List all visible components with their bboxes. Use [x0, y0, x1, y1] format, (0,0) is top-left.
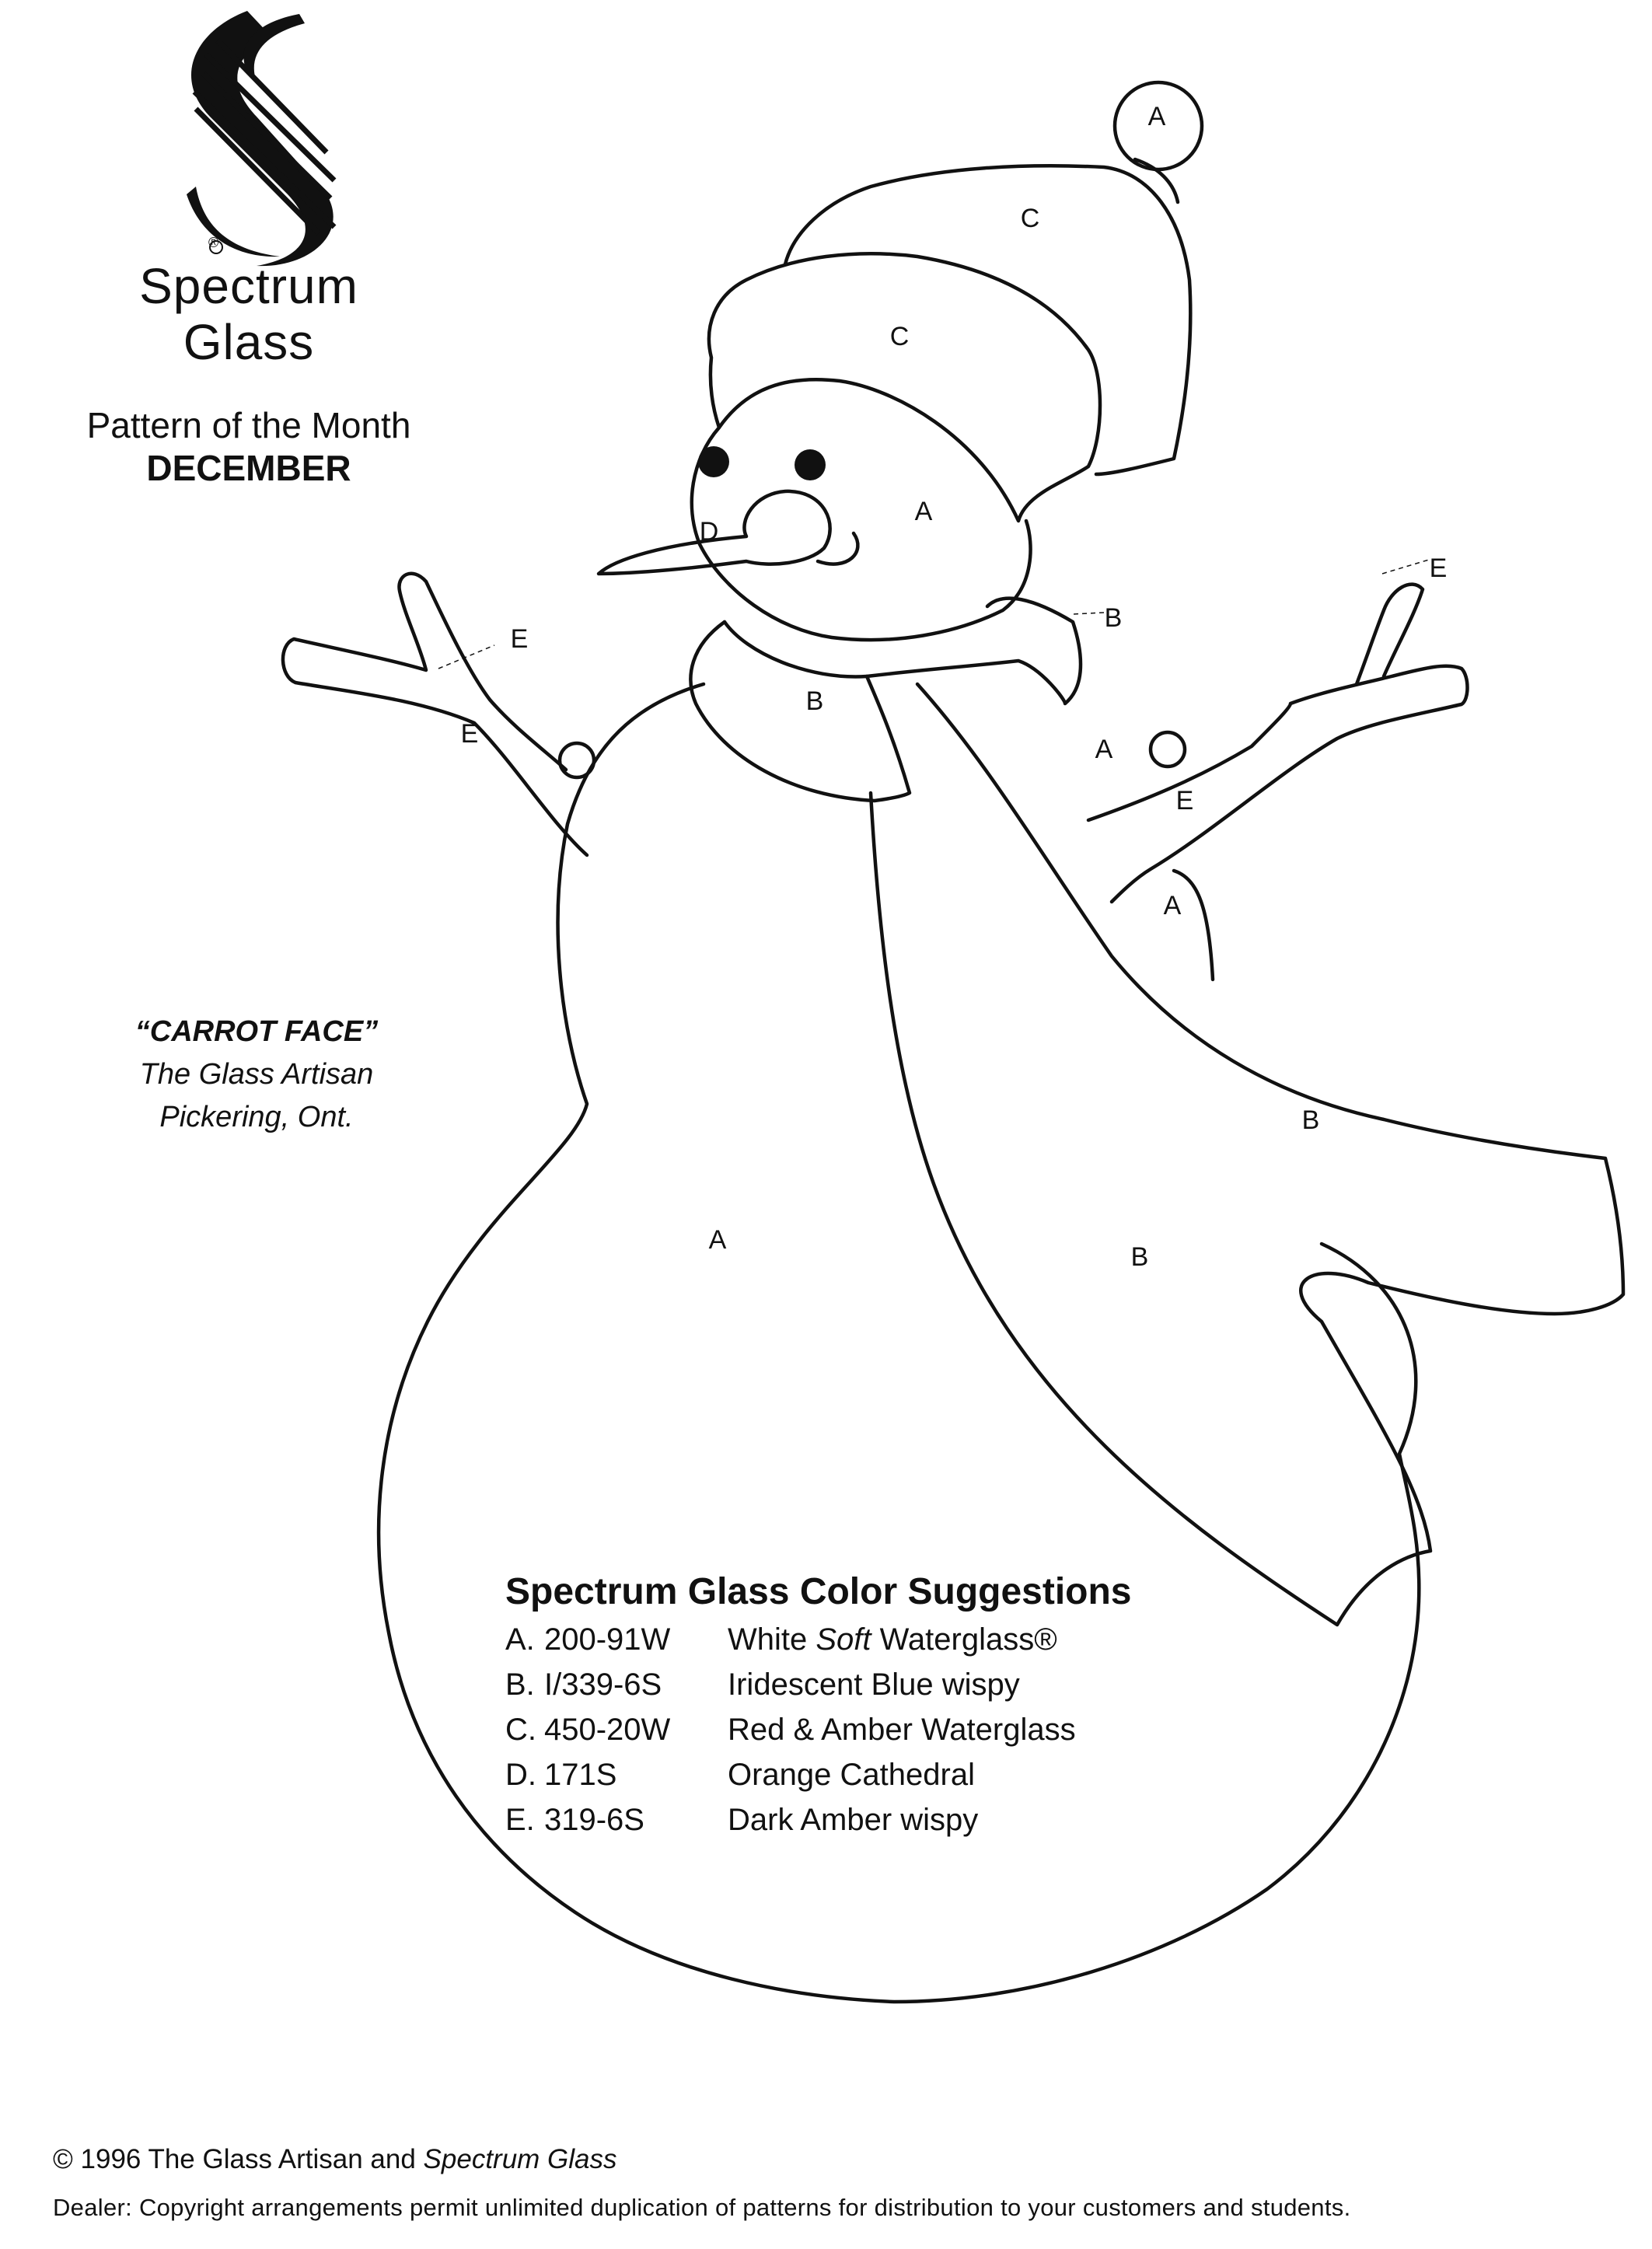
pattern-month: DECEMBER [146, 448, 351, 489]
color-suggestions: Spectrum Glass Color Suggestions A. 200-… [505, 1570, 1360, 1848]
right-eye [795, 449, 826, 480]
suggestion-row: C. 450-20W Red & Amber Waterglass [505, 1713, 1360, 1758]
hat-band-outline [707, 252, 1102, 523]
color-suggestions-title: Spectrum Glass Color Suggestions [505, 1571, 1132, 1612]
suggestion-row: E. 319-6S Dark Amber wispy [505, 1803, 1360, 1848]
suggestion-row: B. I/339-6S Iridescent Blue wispy [505, 1668, 1360, 1713]
pompom-outline [1112, 80, 1204, 172]
suggestion-code: 200-91W [544, 1622, 671, 1657]
pattern-title: “CARROT FACE” [134, 1015, 379, 1048]
body-outline [376, 682, 1421, 2004]
label-scarf-tail-lower: B [1131, 1242, 1149, 1272]
left-arm-outline [281, 571, 589, 857]
label-nose: D [700, 517, 719, 547]
label-scarf-tail-upper: B [1302, 1105, 1320, 1135]
pattern-of-the-month: Pattern of the Month DECEMBER [23, 404, 474, 490]
pattern-credit: “CARROT FACE” The Glass Artisan Pickerin… [47, 1011, 466, 1139]
suggestion-code: 171S [544, 1758, 617, 1792]
suggestion-description: Dark Amber wispy [728, 1803, 979, 1837]
suggestion-description: Iridescent Blue wispy [728, 1668, 1020, 1702]
smile [816, 531, 860, 566]
suggestion-description: Red & Amber Waterglass [728, 1713, 1076, 1747]
dealer-note: Dealer: Copyright arrangements permit un… [53, 2194, 1351, 2221]
pattern-location: Pickering, Ont. [159, 1101, 354, 1134]
suggestion-code: I/339-6S [544, 1668, 662, 1702]
copyright-line: © 1996 The Glass Artisan and Spectrum Gl… [53, 2144, 617, 2174]
label-left-upper-branch: E [511, 624, 529, 654]
right-arm-outline [1086, 664, 1469, 904]
left-eye [698, 446, 729, 477]
suggestion-key: D. [505, 1758, 536, 1792]
suggestion-key: C. [505, 1713, 536, 1747]
label-body-right-lower: A [1164, 891, 1182, 920]
label-hat-band: C [890, 322, 910, 351]
suggestion-code: 319-6S [544, 1803, 644, 1837]
label-pompom: A [1148, 102, 1166, 131]
spectrum-s-logo [187, 11, 337, 267]
right-button [1148, 730, 1187, 769]
suggestion-description: Orange Cathedral [728, 1758, 975, 1792]
suggestion-row: A. 200-91W White Soft Waterglass® [505, 1622, 1360, 1668]
suggestion-code: 450-20W [544, 1713, 671, 1747]
scarf-tail-outline [868, 682, 1626, 1627]
carrot-nose-outline [596, 489, 832, 576]
label-right-upper-branch: E [1430, 554, 1448, 583]
brand-name-line2: Glass [183, 314, 315, 370]
label-right-arm: E [1176, 786, 1194, 815]
suggestion-row: D. 171S Orange Cathedral [505, 1758, 1360, 1803]
label-left-arm: E [461, 719, 479, 749]
hat-top-outline [783, 164, 1193, 477]
label-hat-top: C [1021, 204, 1040, 233]
label-body-right-upper: A [1095, 735, 1113, 764]
scarf-neck-outline [689, 596, 1083, 803]
suggestion-key: B. [505, 1668, 535, 1702]
pattern-heading: Pattern of the Month [86, 405, 411, 445]
suggestion-key: A. [505, 1622, 535, 1657]
pattern-artist: The Glass Artisan [139, 1058, 374, 1091]
brand-name: Spectrum Glass [86, 261, 412, 367]
registered-mark: ® [208, 235, 219, 250]
suggestion-key: E. [505, 1803, 535, 1837]
label-scarf-neck-front: B [806, 686, 824, 716]
label-scarf-neck-right: B [1105, 603, 1123, 633]
suggestion-description: White Soft Waterglass® [728, 1622, 1057, 1657]
brand-name-line1: Spectrum [139, 258, 358, 314]
head-outline [690, 425, 1032, 642]
label-body: A [709, 1225, 727, 1255]
label-head: A [915, 497, 933, 526]
